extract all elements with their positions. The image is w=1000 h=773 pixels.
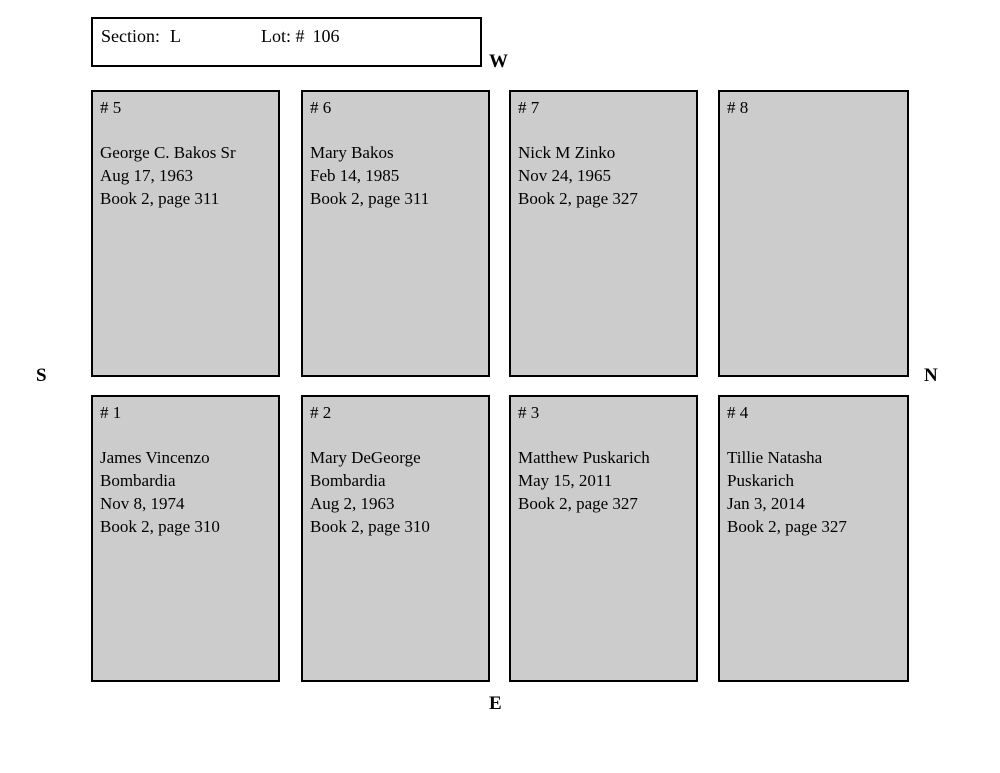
- grave-detail-line: Book 2, page 310: [310, 517, 430, 536]
- grave-detail-line: Book 2, page 311: [310, 189, 430, 208]
- grave-number: # 2: [310, 403, 332, 422]
- grave-detail-line: Book 2, page 311: [100, 189, 220, 208]
- grave-number: # 5: [100, 98, 122, 117]
- grave-detail-line: Matthew Puskarich: [518, 448, 650, 467]
- grave-detail-line: Feb 14, 1985: [310, 166, 400, 185]
- grave-detail-line: Tillie Natasha: [727, 448, 823, 467]
- grave-detail-line: Aug 17, 1963: [100, 166, 194, 185]
- grave-detail-line: Book 2, page 327: [518, 494, 638, 513]
- grave-detail-line: Nick M Zinko: [518, 143, 616, 162]
- section-value: L: [170, 26, 181, 46]
- grave-detail-line: George C. Bakos Sr: [100, 143, 236, 162]
- grave-detail-line: Bombardia: [100, 471, 176, 490]
- grave-number: # 3: [518, 403, 540, 422]
- grave-number: # 1: [100, 403, 122, 422]
- compass-label-north: N: [924, 365, 938, 386]
- grave-number: # 6: [310, 98, 332, 117]
- grave-detail-line: Book 2, page 327: [727, 517, 847, 536]
- grave-detail-line: Mary Bakos: [310, 143, 394, 162]
- grave-detail-line: Nov 8, 1974: [100, 494, 185, 513]
- grave-detail-line: James Vincenzo: [100, 448, 210, 467]
- grave-detail-line: May 15, 2011: [518, 471, 613, 490]
- section-label: Section:: [101, 26, 160, 46]
- lot-information-box: Section: L Lot: # 106: [91, 17, 482, 67]
- lot-information-row: Section: L Lot: # 106: [101, 25, 340, 47]
- grave-detail-line: Bombardia: [310, 471, 386, 490]
- grave-detail-line: Book 2, page 310: [100, 517, 220, 536]
- compass-label-south: S: [36, 365, 47, 386]
- grave-plot[interactable]: # 8: [718, 90, 909, 377]
- compass-label-west: W: [489, 51, 508, 72]
- grave-number: # 4: [727, 403, 749, 422]
- lot-value: 106: [312, 26, 340, 46]
- grave-detail-line: Nov 24, 1965: [518, 166, 612, 185]
- compass-label-east: E: [489, 693, 502, 714]
- grave-number: # 7: [518, 98, 540, 117]
- grave-detail-line: Book 2, page 327: [518, 189, 638, 208]
- lot-label: Lot: #: [261, 26, 305, 46]
- grave-detail-line: Jan 3, 2014: [727, 494, 805, 513]
- grave-detail-line: Aug 2, 1963: [310, 494, 395, 513]
- grave-detail-line: Mary DeGeorge: [310, 448, 421, 467]
- grave-number: # 8: [727, 98, 749, 117]
- grave-detail-line: Puskarich: [727, 471, 795, 490]
